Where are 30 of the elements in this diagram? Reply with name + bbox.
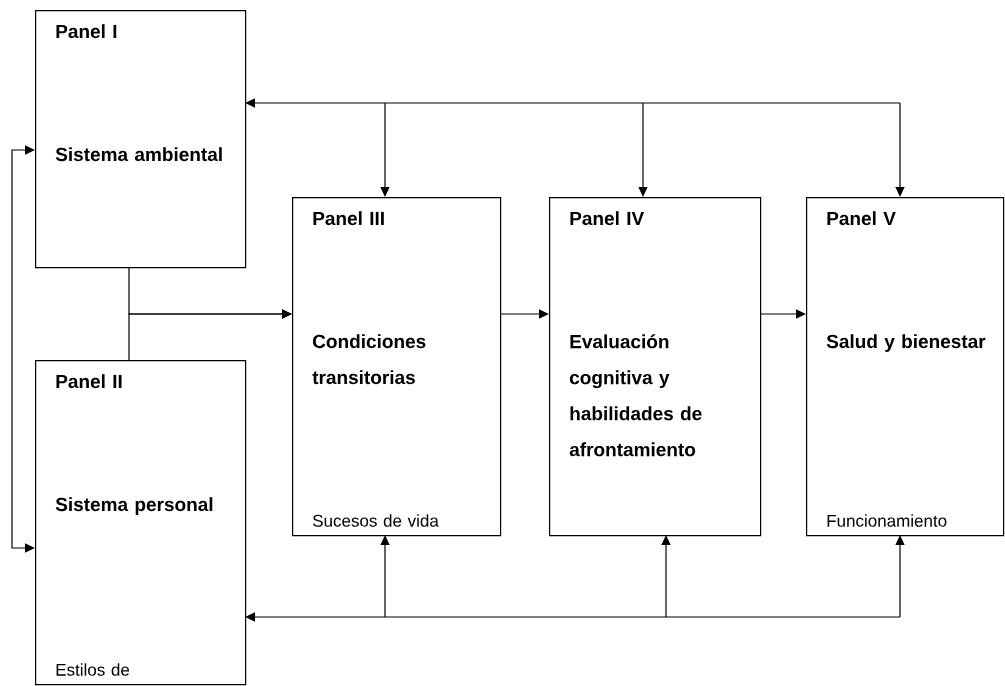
panel-box bbox=[806, 197, 1005, 537]
panel-heading: Panel II bbox=[56, 374, 122, 389]
panel-title: Sistema personal bbox=[55, 497, 213, 515]
panel-heading: Panel V bbox=[827, 211, 896, 226]
panel-note: Sucesos de vida bbox=[313, 514, 439, 527]
arrow bbox=[499, 309, 549, 319]
panel-heading: Panel III bbox=[313, 211, 384, 226]
panel-title: Evaluación cognitiva y habilidades de afrontamiento bbox=[569, 334, 702, 457]
arrow bbox=[11, 145, 35, 553]
panel-note: Funcionamiento bbox=[827, 514, 947, 527]
arrow bbox=[661, 535, 671, 618]
arrow bbox=[895, 535, 905, 618]
arrow bbox=[245, 612, 901, 622]
panel-note: Estilos de bbox=[56, 663, 130, 676]
panel-box bbox=[292, 197, 502, 537]
arrow bbox=[380, 535, 390, 618]
arrow bbox=[638, 102, 648, 197]
panel-heading: Panel IV bbox=[570, 211, 645, 226]
arrow bbox=[245, 98, 901, 108]
panel-heading: Panel I bbox=[56, 24, 117, 39]
panel-title: Sistema ambiental bbox=[55, 147, 222, 162]
arrow bbox=[895, 102, 905, 197]
arrow bbox=[128, 309, 292, 361]
arrow bbox=[380, 102, 390, 197]
panel-box bbox=[549, 197, 762, 537]
arrow bbox=[759, 309, 806, 319]
panel-title: Salud y bienestar bbox=[826, 334, 986, 352]
panel-box bbox=[35, 360, 247, 686]
panel-title: Condiciones transitorias bbox=[312, 334, 426, 385]
panel-box bbox=[35, 10, 247, 269]
